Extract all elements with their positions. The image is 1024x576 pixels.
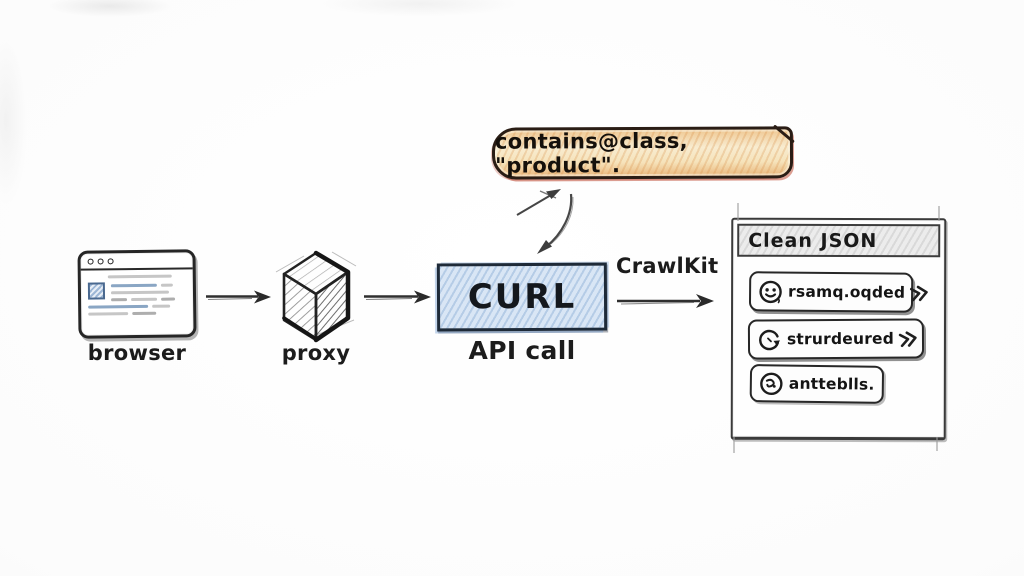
- image-placeholder-icon: [87, 282, 106, 300]
- json-item-row: antteblls.: [749, 364, 885, 404]
- sketch-stroke: [938, 206, 940, 221]
- text-line: [110, 283, 157, 288]
- curl-label: CURL: [467, 276, 577, 318]
- json-item-text: rsamq.oqded: [788, 282, 906, 302]
- text-line: [107, 274, 172, 279]
- panel-title: Clean JSON: [748, 229, 878, 252]
- json-item-row: strurdeured: [747, 318, 925, 360]
- smiley-icon: [757, 278, 784, 305]
- browser-window-icon: [77, 249, 197, 339]
- scribble-circle-icon: [758, 370, 785, 397]
- text-line: [111, 298, 128, 302]
- browser-label: browser: [87, 341, 187, 365]
- window-dot-icon: [97, 257, 104, 264]
- proxy-cube-icon: [275, 250, 357, 343]
- window-dot-icon: [107, 257, 114, 264]
- json-item-text: strurdeured: [786, 329, 895, 349]
- text-line: [160, 283, 173, 287]
- text-line: [132, 311, 157, 316]
- clean-json-panel: Clean JSON rsamq.oqded: [730, 217, 947, 441]
- sketch-stroke: [936, 437, 938, 451]
- crawlkit-label: CrawlKit: [616, 254, 719, 278]
- window-dot-icon: [87, 258, 94, 265]
- xpath-annotation-pill: contains@class, "product".: [491, 126, 794, 180]
- api-call-label: API call: [468, 336, 576, 365]
- panel-header: Clean JSON: [737, 223, 941, 258]
- sketch-stroke: [733, 437, 735, 453]
- text-line: [152, 304, 171, 308]
- curl-node: CURL: [436, 262, 608, 332]
- sketch-stroke: [737, 203, 739, 221]
- proxy-label: proxy: [281, 341, 351, 365]
- text-line: [131, 297, 158, 302]
- text-line: [88, 312, 129, 316]
- double-chevron-icon: [908, 282, 932, 304]
- json-item-text: antteblls.: [788, 374, 875, 394]
- annotation-text: contains@class, "product".: [494, 128, 688, 178]
- browser-titlebar: [80, 252, 193, 271]
- browser-content: [81, 269, 194, 316]
- refresh-icon: [756, 326, 783, 353]
- text-line: [110, 290, 169, 295]
- double-chevron-icon: [896, 327, 920, 349]
- text-line: [161, 297, 176, 301]
- json-item-row: rsamq.oqded: [748, 271, 928, 313]
- text-line: [88, 304, 149, 309]
